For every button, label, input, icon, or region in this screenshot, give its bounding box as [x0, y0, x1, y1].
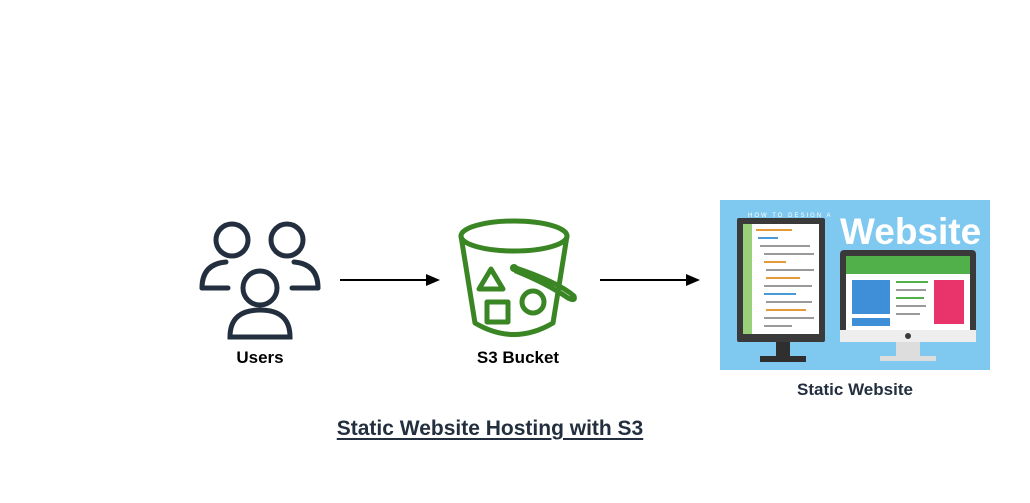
website-banner-subtext: HOW TO DESIGN A — [748, 213, 832, 219]
users-label: Users — [236, 348, 284, 367]
s3-bucket-label: S3 Bucket — [476, 348, 560, 367]
diagram-caption: Static Website Hosting with S3 — [336, 417, 644, 440]
website-monitors-image: HOW TO DESIGN A Website — [720, 200, 990, 370]
static-website-label: Static Website — [797, 380, 913, 399]
arrow-s3-to-website — [600, 274, 700, 286]
s3-bucket-icon — [458, 218, 577, 337]
arrow-users-to-s3 — [340, 274, 440, 286]
website-banner-text: Website — [840, 211, 981, 252]
users-group-icon — [199, 221, 321, 340]
